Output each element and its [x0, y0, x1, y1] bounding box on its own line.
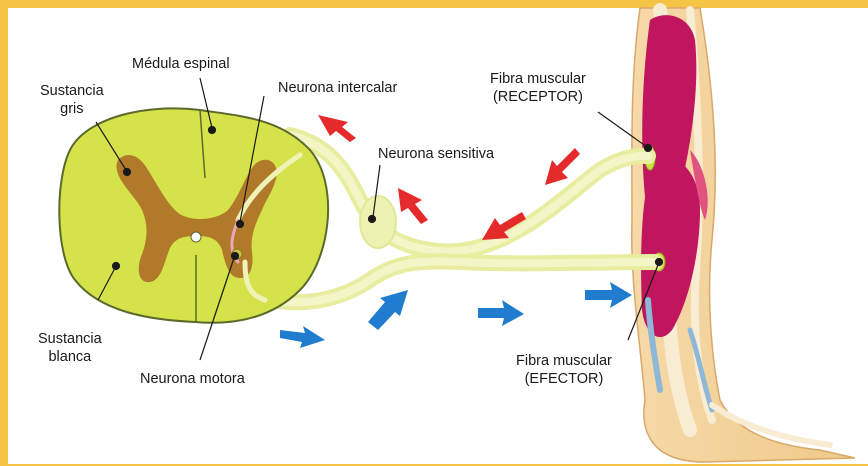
label-neurona-sensitiva: Neurona sensitiva [378, 145, 494, 163]
sensory-arrow-3 [545, 148, 580, 185]
label-medula-espinal: Médula espinal [132, 55, 230, 73]
motor-arrow-1 [280, 326, 325, 348]
label-neurona-intercalar: Neurona intercalar [278, 79, 397, 97]
label-neurona-motora: Neurona motora [140, 370, 245, 388]
label-fibra-receptor: Fibra muscular(RECEPTOR) [490, 70, 586, 106]
leg-illustration [632, 8, 855, 462]
motor-arrow-3 [478, 300, 524, 326]
dorsal-root-ganglion [360, 196, 396, 248]
spinal-cord-section [59, 108, 328, 322]
motor-arrow-4 [585, 282, 632, 308]
sensory-arrow-2 [398, 188, 428, 224]
label-fibra-efector: Fibra muscular(EFECTOR) [516, 352, 612, 388]
sensory-arrow-1 [318, 115, 356, 142]
motor-arrow-2 [368, 290, 408, 330]
